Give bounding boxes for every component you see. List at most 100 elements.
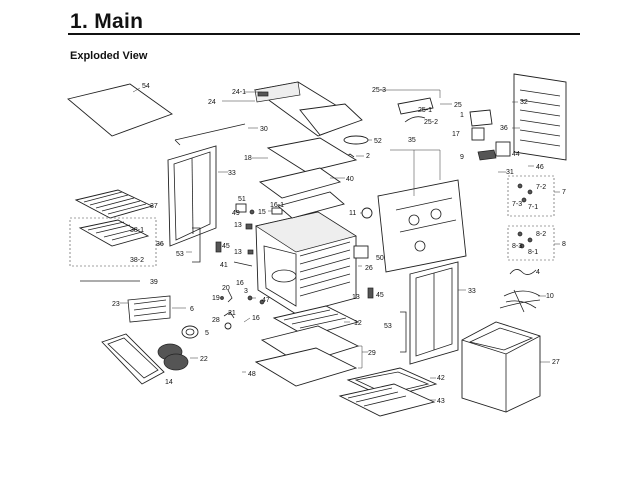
- part-group-7: [507, 175, 560, 217]
- callout-label: 14: [165, 379, 173, 386]
- callout-label: 7: [562, 189, 566, 196]
- part-door-glass-right: [400, 261, 466, 365]
- callout-label: 51: [238, 196, 246, 203]
- callout-label: 22: [200, 356, 208, 363]
- part-switch-45-left: [215, 241, 222, 253]
- part-door-53-left: [186, 227, 201, 263]
- callout-label: 26: [365, 265, 373, 272]
- callout-label: 23: [112, 301, 120, 308]
- callout-label: 19: [212, 295, 220, 302]
- callout-label: 38-2: [130, 257, 144, 264]
- callout-label: 6: [190, 306, 194, 313]
- part-top-panel: [67, 83, 173, 137]
- callout-label: 40: [346, 176, 354, 183]
- callout-label: 25-1: [418, 107, 432, 114]
- callout-label: 7-1: [528, 204, 538, 211]
- callout-label: 25: [454, 102, 462, 109]
- callout-label: 38-1: [130, 227, 144, 234]
- part-oven-cavity: [255, 191, 357, 315]
- callout-label: 43: [437, 398, 445, 405]
- part-switch-45-right: [367, 287, 374, 299]
- callout-label: 49: [232, 210, 240, 217]
- part-door-glass-left: [167, 145, 228, 247]
- part-board-44: [495, 141, 511, 157]
- section-subtitle: Exploded View: [70, 50, 148, 62]
- part-cover-40: [258, 167, 345, 199]
- callout-label: 24-1: [232, 89, 246, 96]
- callout-label: 2: [366, 153, 370, 160]
- callout-label: 33: [228, 170, 236, 177]
- callout-label: 47: [262, 297, 270, 304]
- callout-label: 15: [258, 209, 266, 216]
- callout-label: 16-1: [270, 202, 284, 209]
- part-hinge-assembly: [380, 89, 452, 123]
- part-board-17: [471, 127, 485, 141]
- callout-label: 27: [552, 359, 560, 366]
- callout-label: 7-3: [512, 201, 522, 208]
- callout-label: 52: [374, 138, 382, 145]
- callout-label: 53: [176, 251, 184, 258]
- callout-label: 8-1: [528, 249, 538, 256]
- callout-label: 28: [212, 317, 220, 324]
- callout-label: 25-3: [372, 87, 386, 94]
- callout-label: 20: [222, 285, 230, 292]
- callout-label: 45: [376, 292, 384, 299]
- callout-label: 42: [437, 375, 445, 382]
- callout-label: 33: [468, 288, 476, 295]
- callout-label: 1: [460, 112, 464, 119]
- callout-label: 16: [252, 315, 260, 322]
- callout-label: 39: [150, 279, 158, 286]
- part-cable-4: [509, 269, 537, 275]
- callout-label: 17: [452, 131, 460, 138]
- part-bake-element-12: [272, 305, 360, 337]
- callout-label: 54: [142, 83, 150, 90]
- callout-label: 35: [408, 137, 416, 144]
- part-window-14: [101, 333, 165, 385]
- part-cabinet-27: [461, 321, 550, 413]
- callout-label: 21: [228, 310, 236, 317]
- callout-label: 36: [156, 241, 164, 248]
- callout-label: 3: [244, 288, 248, 295]
- callout-label: 13: [352, 294, 360, 301]
- callout-label: 30: [260, 126, 268, 133]
- part-rod: [174, 123, 258, 146]
- part-back-guard: [222, 81, 363, 137]
- callout-label: 53: [384, 323, 392, 330]
- part-wire-harness-10: [499, 289, 546, 313]
- part-11: [360, 207, 373, 219]
- part-13: [245, 223, 254, 255]
- part-board-1: [469, 109, 493, 127]
- callout-label: 9: [460, 154, 464, 161]
- callout-labels: 1 2 3 4 5 6 7 7-1 7-2 7-3 8 8-1 8-2 8-3 …: [112, 83, 566, 405]
- callout-label: 48: [248, 371, 256, 378]
- part-board-9: [477, 149, 497, 161]
- callout-label: 37: [150, 203, 158, 210]
- callout-label: 44: [512, 151, 520, 158]
- part-41: [233, 261, 253, 267]
- callout-label: 32: [520, 99, 528, 106]
- callout-label: 41: [220, 262, 228, 269]
- callout-label: 4: [536, 269, 540, 276]
- callout-label: 46: [536, 164, 544, 171]
- callout-label: 13: [234, 222, 242, 229]
- callout-label: 29: [368, 350, 376, 357]
- part-drawer-43: [338, 383, 436, 417]
- part-group-8: [507, 225, 560, 261]
- callout-label: 31: [506, 169, 514, 176]
- part-rear-panel-32: [512, 73, 567, 161]
- part-cover-52: [343, 135, 372, 145]
- part-tray-29: [254, 325, 368, 387]
- callout-label: 8-2: [536, 231, 546, 238]
- part-51: [235, 203, 247, 213]
- callout-label: 18: [244, 155, 252, 162]
- part-top-cover: [252, 137, 358, 173]
- part-26-50: [353, 245, 369, 267]
- callout-label: 5: [205, 330, 209, 337]
- callout-label: 8: [562, 241, 566, 248]
- callout-label: 45: [222, 243, 230, 250]
- callout-label: 36: [500, 125, 508, 132]
- callout-label: 10: [546, 293, 554, 300]
- part-fasteners-49-15: [249, 207, 283, 215]
- part-rack-37: [74, 189, 154, 219]
- part-31-46: [498, 165, 534, 173]
